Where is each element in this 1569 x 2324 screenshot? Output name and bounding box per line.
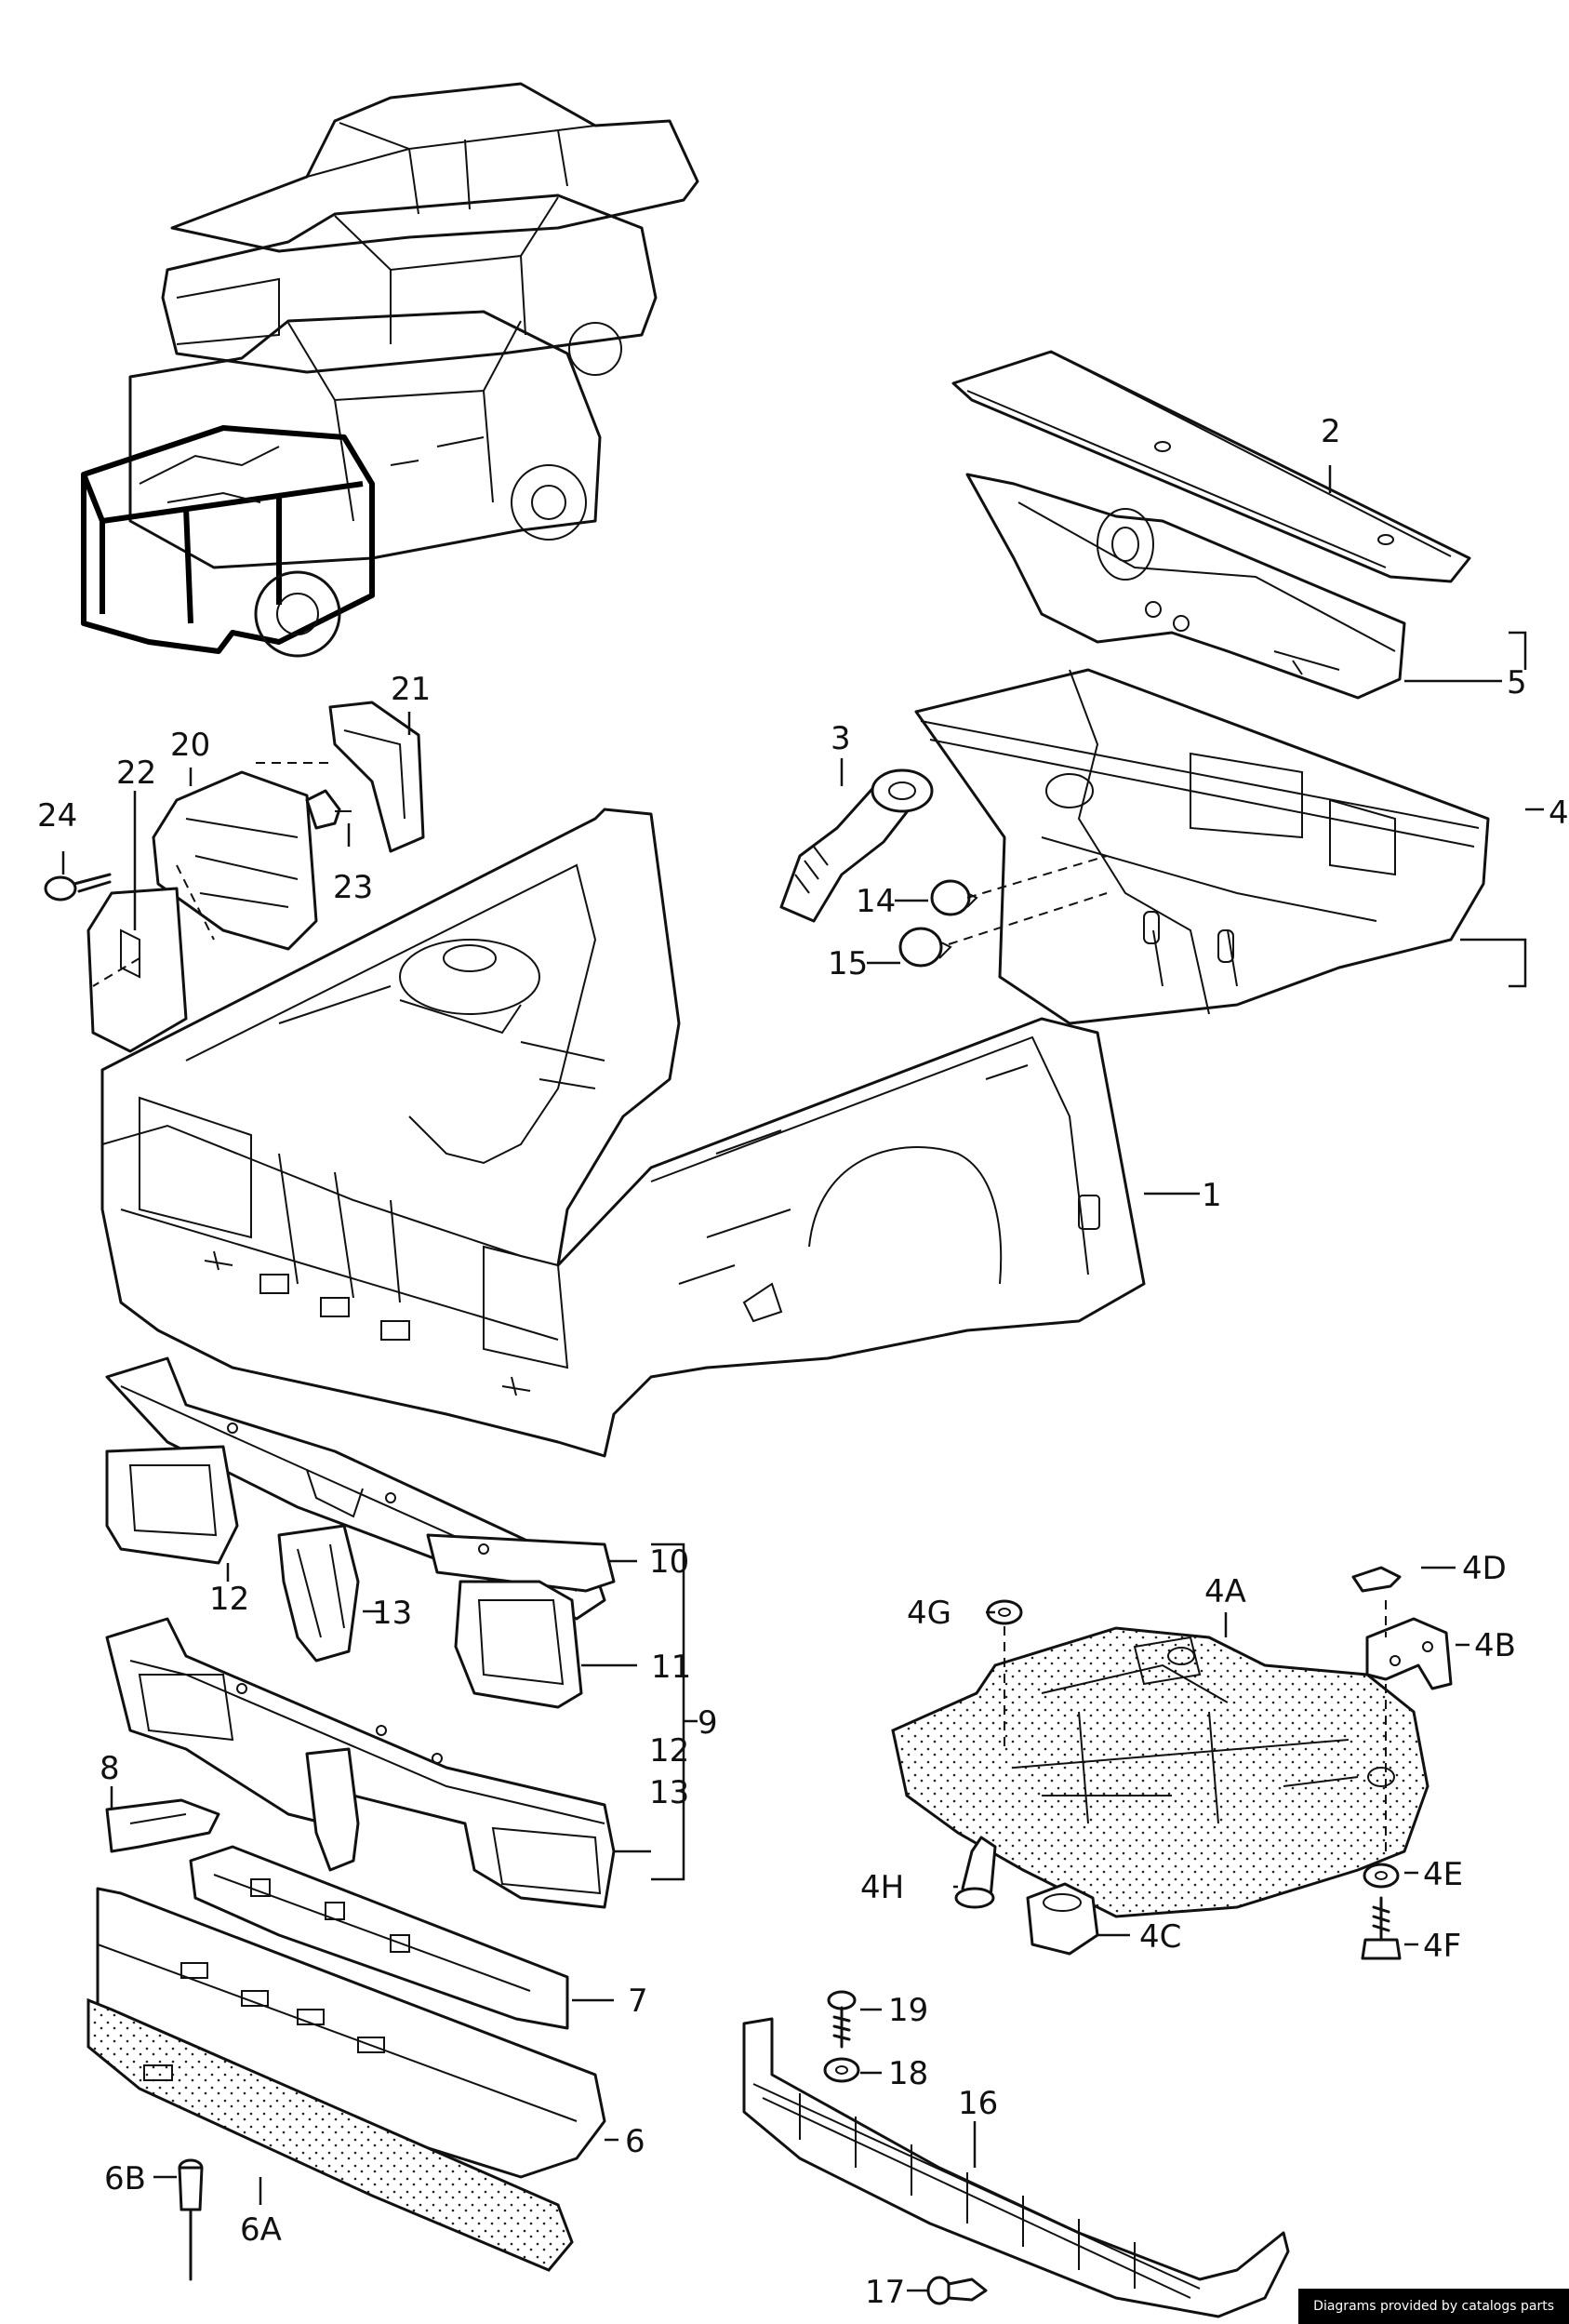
vehicle-golf-illustration xyxy=(128,310,602,569)
callout-15: 15 xyxy=(828,945,868,982)
callout-20: 20 xyxy=(170,727,210,764)
part-19-screw xyxy=(827,1990,857,2049)
part-9-front-panel-assembly xyxy=(105,1617,616,1909)
callout-3: 3 xyxy=(831,720,851,757)
part-2-plenum-upper-panel xyxy=(951,350,1471,583)
part-18-washer xyxy=(823,2057,860,2083)
part-22-bracket xyxy=(86,887,188,1053)
callout-23: 23 xyxy=(333,869,373,906)
callout-labels: 2 5 4 3 14 15 1 21 20 22 24 23 10 12 13 … xyxy=(37,413,1569,2311)
callout-6: 6 xyxy=(625,2123,645,2160)
part-13-lock-carrier-upright xyxy=(277,1524,360,1663)
callout-19: 19 xyxy=(888,1992,928,2029)
part-3-hose xyxy=(779,768,934,923)
part-4c-grommet xyxy=(1026,1882,1099,1956)
callout-18: 18 xyxy=(888,2055,928,2092)
callout-22: 22 xyxy=(116,755,156,792)
callout-21: 21 xyxy=(391,671,431,708)
part-17-clip xyxy=(926,2276,988,2305)
callout-4f: 4F xyxy=(1423,1928,1461,1965)
part-21-trim-panel xyxy=(328,701,425,853)
part-7-cross-member xyxy=(189,1845,569,2030)
part-15-plug xyxy=(898,927,952,968)
part-1-front-body-frame xyxy=(100,808,1146,1458)
part-4f-screw xyxy=(1361,1896,1402,1960)
callout-4a: 4A xyxy=(1204,1573,1246,1610)
callout-4e: 4E xyxy=(1423,1856,1463,1893)
callout-11: 11 xyxy=(651,1649,691,1686)
part-4e-washer xyxy=(1363,1863,1400,1889)
highlighted-front-body-section xyxy=(81,425,375,658)
callout-4d: 4D xyxy=(1462,1550,1507,1587)
part-20-cover xyxy=(152,770,318,951)
callout-6a: 6A xyxy=(240,2211,282,2249)
part-24-screw xyxy=(44,873,112,902)
callout-2: 2 xyxy=(1321,413,1341,450)
callout-8: 8 xyxy=(100,1750,120,1787)
callout-17: 17 xyxy=(865,2274,905,2311)
part-4h-clip xyxy=(954,1836,997,1909)
part-16-lower-grille-spoiler xyxy=(742,2017,1290,2318)
part-12-headlight-bracket-left xyxy=(105,1445,239,1565)
callout-12-left: 12 xyxy=(209,1581,249,1618)
callout-10: 10 xyxy=(649,1543,689,1581)
part-4a-underbody-panel xyxy=(891,1626,1429,1918)
part-4d-clip xyxy=(1351,1566,1402,1593)
callout-14: 14 xyxy=(856,883,896,920)
callout-4: 4 xyxy=(1549,795,1569,832)
part-5-plenum-lower-panel xyxy=(965,473,1406,700)
callout-4c: 4C xyxy=(1139,1918,1181,1956)
footer-credit: Diagrams provided by catalogs parts xyxy=(1298,2289,1569,2324)
callout-16: 16 xyxy=(958,2085,998,2122)
vehicle-hatchback-illustration xyxy=(161,194,658,376)
callout-1: 1 xyxy=(1202,1177,1222,1214)
callout-4g: 4G xyxy=(907,1595,951,1632)
part-10-upper-cross-panel xyxy=(105,1356,616,1621)
callout-6b: 6B xyxy=(104,2160,146,2197)
part-4b-bracket xyxy=(1365,1617,1453,1690)
part-11-headlight-bracket-right xyxy=(454,1580,583,1709)
part-6a-bumper-strip xyxy=(86,1997,574,2272)
part-8-bracket xyxy=(105,1798,220,1853)
callout-9: 9 xyxy=(698,1704,718,1742)
vehicle-sedan-illustration xyxy=(170,82,699,253)
callout-13-left: 13 xyxy=(372,1595,412,1632)
callout-13-right: 13 xyxy=(649,1774,689,1811)
part-4-bulkhead-assembly xyxy=(914,668,1490,1025)
callout-12-right: 12 xyxy=(649,1732,689,1770)
part-6b-rivet xyxy=(178,2158,204,2281)
callout-24: 24 xyxy=(37,797,77,835)
callout-5: 5 xyxy=(1507,664,1527,701)
leader-lines xyxy=(61,465,1544,2292)
callout-7: 7 xyxy=(628,1983,648,2020)
part-23-clip xyxy=(305,789,352,830)
callout-4h: 4H xyxy=(860,1869,904,1906)
callout-4b: 4B xyxy=(1474,1627,1516,1664)
